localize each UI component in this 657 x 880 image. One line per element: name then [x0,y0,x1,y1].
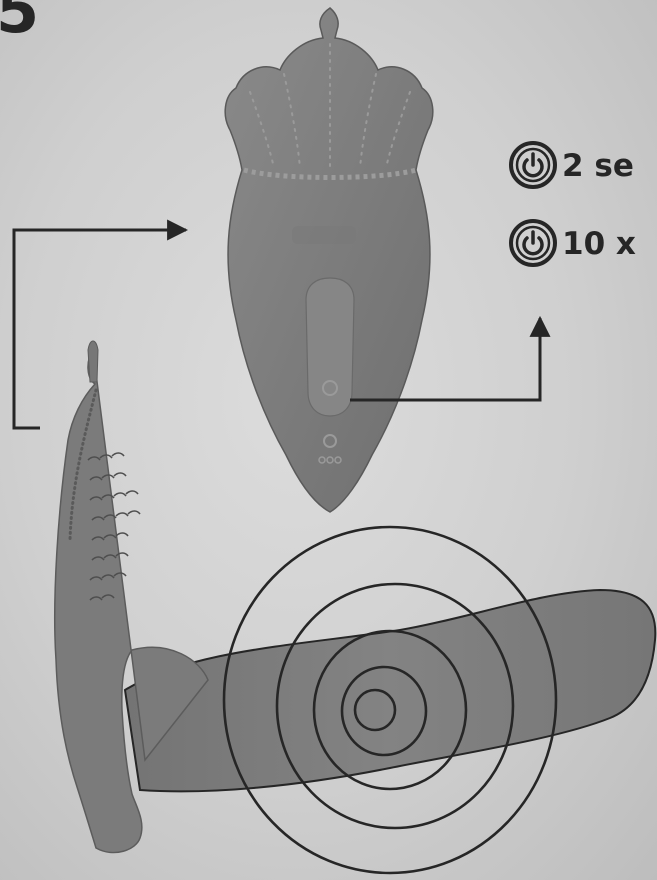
instruction-text-1: 2 se [562,151,634,182]
power-icon [508,218,558,268]
power-icon [508,140,558,190]
remote-control [225,8,433,512]
arrow-to-remote [14,230,186,428]
step-number: 5 [0,0,39,42]
instruction-text-2: 10 x [562,229,636,260]
